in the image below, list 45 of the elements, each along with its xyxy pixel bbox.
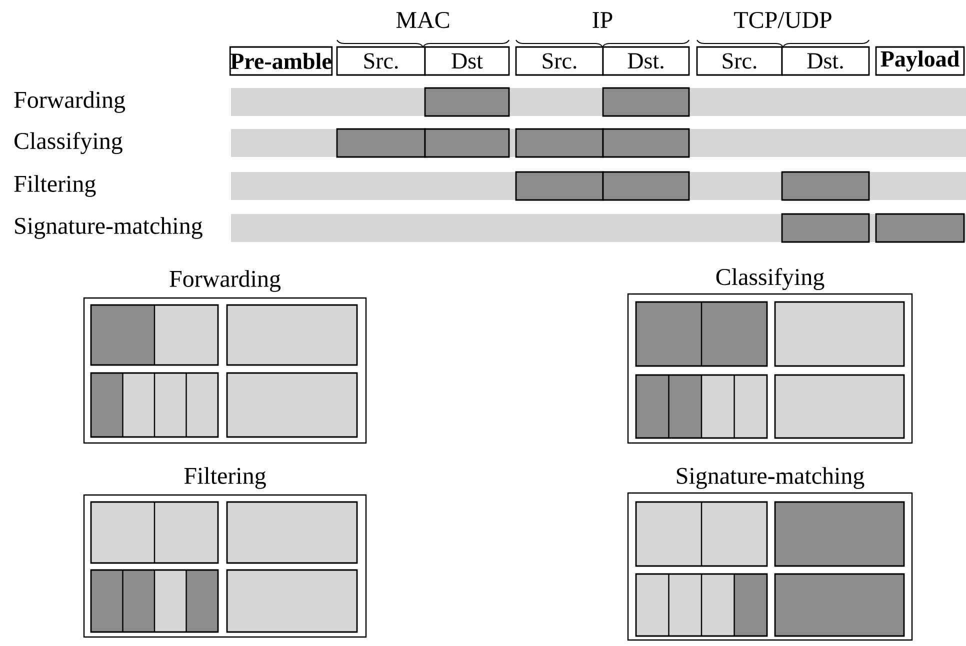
- selected-field-box: [515, 171, 604, 201]
- diagram-heading: Classifying: [716, 268, 824, 290]
- header-field-box: Src.: [515, 46, 604, 76]
- header-field-box: Dst: [424, 46, 510, 76]
- selected-field-box: [336, 128, 426, 158]
- protocol-label: IP: [592, 12, 612, 28]
- field-group-box: [774, 573, 905, 637]
- header-field-box: Dst.: [781, 46, 870, 76]
- row-label: Forwarding: [14, 91, 126, 113]
- selected-field-box: [602, 171, 690, 201]
- protocol-label: MAC: [396, 12, 449, 28]
- field-group-box: [774, 301, 905, 367]
- field-group-box: [90, 304, 219, 366]
- header-field-box: Payload: [875, 46, 965, 76]
- protocol-label: TCP/UDP: [734, 12, 832, 28]
- selected-field-box: [602, 87, 690, 117]
- field-group-box: [226, 569, 358, 633]
- field-group-box: [226, 372, 358, 438]
- diagram-heading: Forwarding: [170, 270, 281, 292]
- selected-field-box: [875, 213, 965, 243]
- field-group-box: [635, 374, 768, 439]
- header-field-box: Src.: [696, 46, 783, 76]
- selected-field-box: [602, 128, 690, 158]
- field-group-box: [226, 501, 358, 564]
- field-group-box: [774, 501, 905, 567]
- header-field-box: Src.: [336, 46, 426, 76]
- field-group-box: [90, 372, 219, 438]
- selected-field-box: [781, 171, 870, 201]
- field-group-box: [774, 374, 905, 439]
- diagram-heading: Signature-matching: [676, 467, 864, 489]
- field-group-box: [90, 569, 219, 633]
- header-field-box: Dst.: [602, 46, 690, 76]
- selected-field-box: [424, 87, 510, 117]
- field-group-box: [635, 301, 768, 367]
- field-group-box: [226, 304, 358, 366]
- selected-field-box: [781, 213, 870, 243]
- row-label: Filtering: [14, 175, 96, 197]
- field-group-box: [635, 573, 768, 637]
- diagram-heading: Filtering: [184, 467, 266, 489]
- selected-field-box: [424, 128, 510, 158]
- field-group-box: [635, 501, 768, 567]
- row-label: Classifying: [14, 132, 122, 154]
- selected-field-box: [515, 128, 604, 158]
- row-label: Signature-matching: [15, 217, 202, 239]
- field-group-box: [90, 501, 219, 564]
